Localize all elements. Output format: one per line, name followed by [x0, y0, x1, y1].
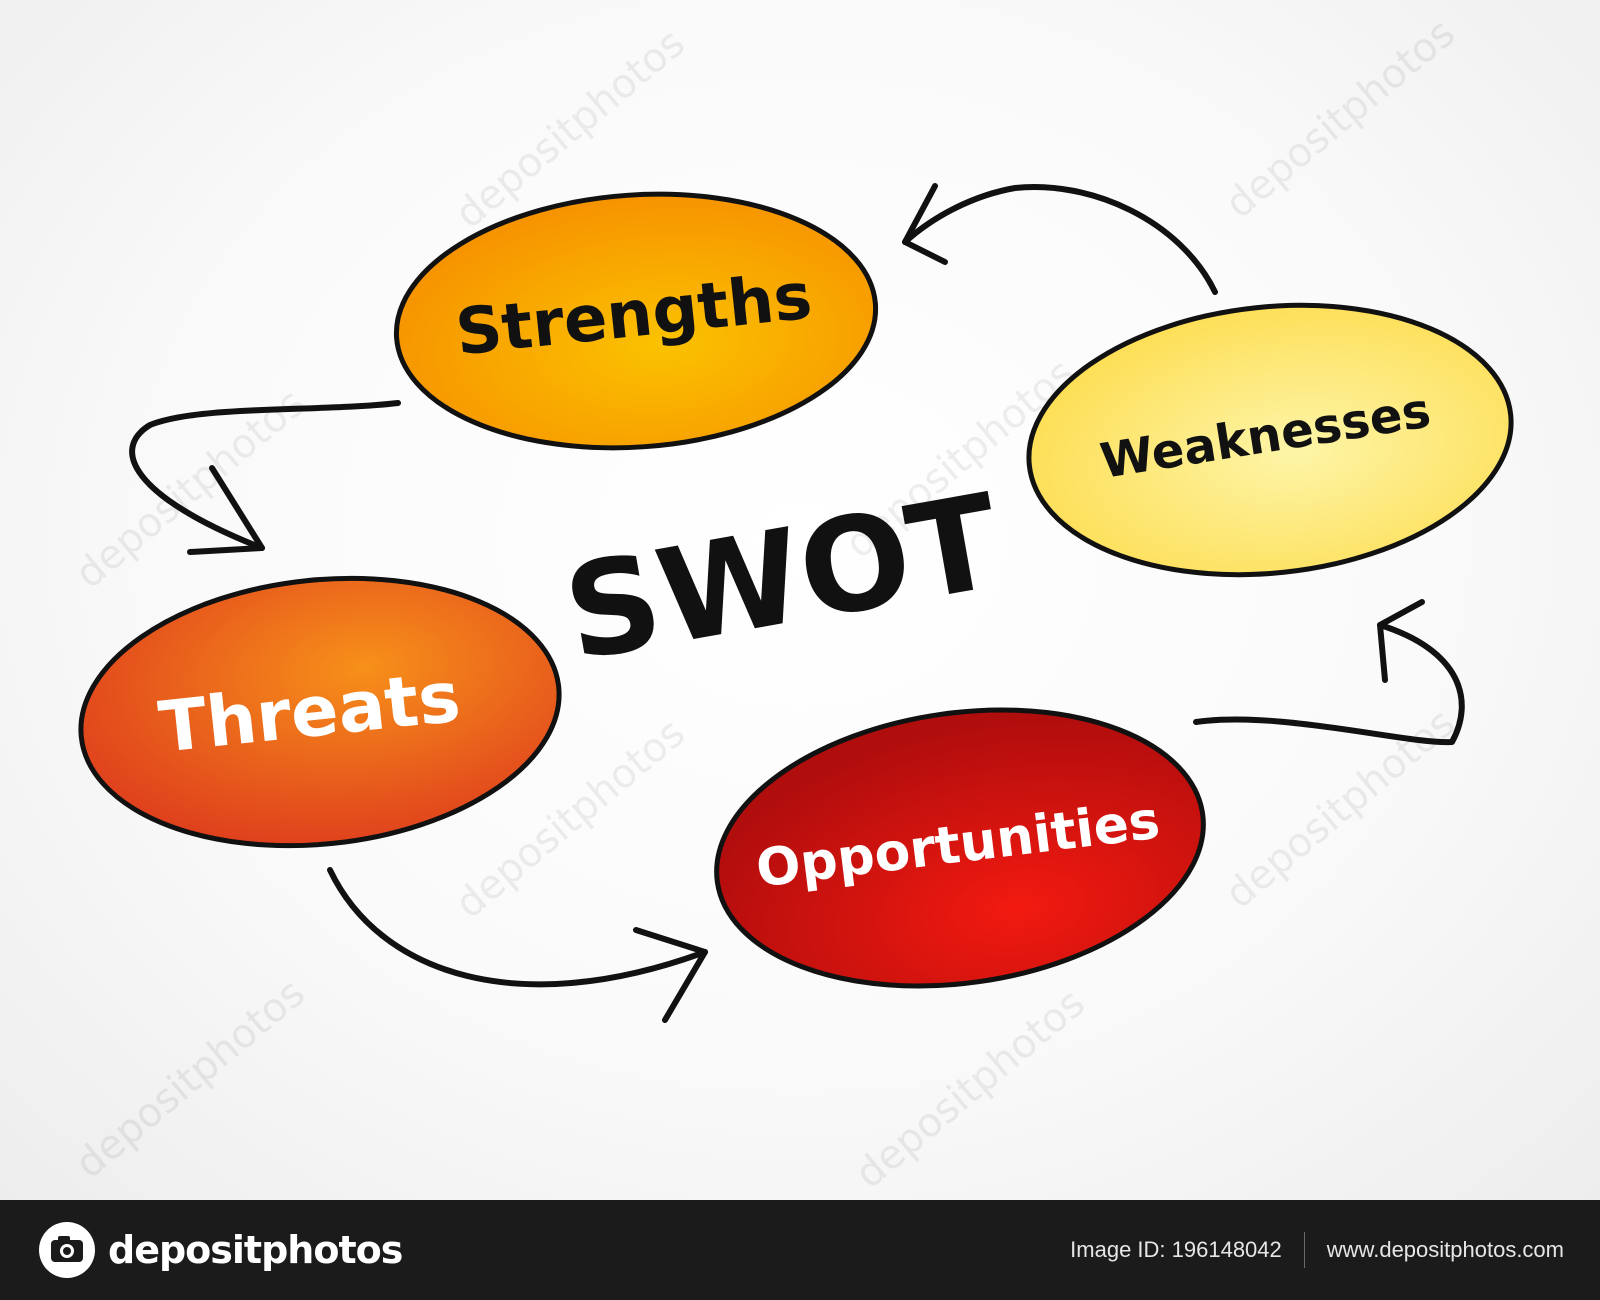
camera-logo-icon: [39, 1222, 95, 1278]
arrow-strengths-to-threats: [129, 400, 401, 555]
arrow-opportunities-to-weaknesses: [1193, 599, 1465, 746]
brand-logo[interactable]: depositphotos: [38, 1220, 403, 1280]
image-id: Image ID: 196148042: [1070, 1237, 1282, 1262]
site-url[interactable]: www.depositphotos.com: [1326, 1237, 1564, 1262]
node-threats: Threats: [78, 575, 562, 849]
arrow-threats-to-opportunities: [327, 867, 708, 1023]
node-weaknesses: Weaknesses: [1026, 302, 1514, 578]
footer-bar: depositphotos Image ID: 196148042 www.de…: [0, 1200, 1600, 1300]
node-opportunities: Opportunities: [714, 707, 1206, 989]
footer-divider: [1303, 1232, 1305, 1268]
node-strengths: Strengths: [393, 191, 879, 451]
watermark-text: depositphotos: [1217, 700, 1464, 918]
diagram-title: SWOT: [554, 465, 1010, 690]
watermark-text: depositphotos: [1217, 10, 1464, 228]
watermark-text: depositphotos: [67, 970, 314, 1188]
diagram-canvas: depositphotos depositphotos depositphoto…: [0, 0, 1600, 1200]
arrow-weaknesses-to-strengths: [902, 183, 1218, 295]
watermark-text: depositphotos: [847, 980, 1094, 1198]
swot-diagram: depositphotos depositphotos depositphoto…: [67, 10, 1514, 1198]
footer-meta: Image ID: 196148042 www.depositphotos.co…: [1070, 1200, 1564, 1300]
brand-name: depositphotos: [108, 1228, 403, 1272]
